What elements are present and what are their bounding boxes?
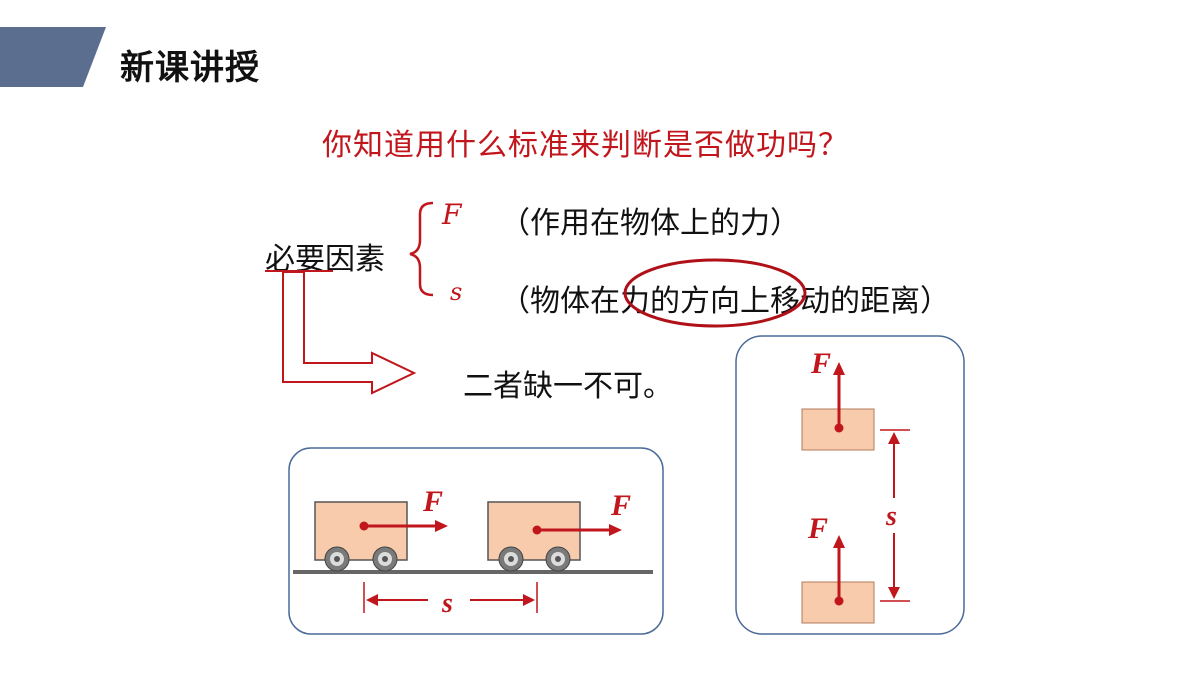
outline-arrow [282, 271, 417, 395]
force-symbol: F [442, 198, 462, 231]
cart-1-wheel-right [372, 546, 398, 572]
header-banner [0, 27, 106, 87]
cart-1-force-label: F [422, 485, 443, 518]
vertical-panel [735, 335, 965, 635]
force-description: （作用在物体上的力） [500, 206, 800, 241]
question-heading: 你知道用什么标准来判断是否做功吗？ [322, 128, 849, 163]
horizontal-distance-label: s [441, 588, 453, 619]
cart-2-force-label: F [610, 489, 631, 522]
vertical-distance-label: s [885, 501, 897, 532]
cart-2-wheel-right [545, 546, 571, 572]
distance-symbol: s [450, 278, 463, 306]
curly-brace [409, 201, 434, 297]
horizontal-panel [288, 447, 664, 635]
highlight-ellipse [623, 258, 807, 328]
conclusion-text: 二者缺一不可。 [463, 369, 673, 404]
block-bottom-force-label: F [807, 512, 828, 545]
cart-1-wheel-left [324, 546, 350, 572]
distance-description: （物体在力的方向上移动的距离） [500, 284, 950, 319]
block-top-force-label: F [810, 347, 831, 380]
cart-2-wheel-left [498, 546, 524, 572]
section-title: 新课讲授 [120, 48, 260, 88]
